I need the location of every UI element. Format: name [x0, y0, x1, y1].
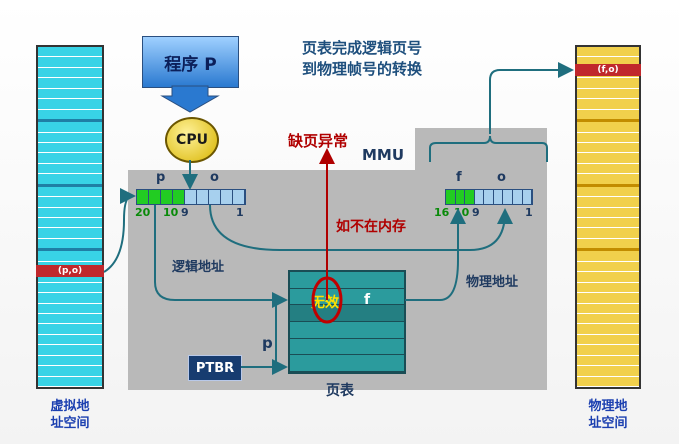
physical-address-register — [445, 189, 533, 205]
page-offset-label: p — [262, 334, 273, 352]
logical-bit-10: 10 — [163, 206, 179, 219]
physical-f-label: f — [456, 170, 462, 185]
page-table-caption: 页表 — [326, 383, 354, 399]
physical-bit-10: 10 — [454, 206, 470, 219]
logical-p-label: p — [156, 170, 166, 185]
physical-memory-column — [575, 45, 641, 389]
physical-o-label: o — [497, 170, 506, 185]
program-box: 程序 P — [142, 36, 239, 88]
frame-number: f — [364, 292, 371, 308]
physical-bit-16: 16 — [434, 206, 450, 219]
virtual-memory-caption: 虚拟地 址空间 — [50, 399, 90, 431]
logical-bit-9: 9 — [181, 206, 189, 219]
logical-bit-20: 20 — [135, 206, 151, 219]
logical-address-label: 逻辑地址 — [172, 260, 225, 275]
physical-bit-9: 9 — [472, 206, 480, 219]
virtual-memory-column — [36, 45, 104, 389]
physical-memory-caption: 物理地 址空间 — [588, 399, 628, 431]
mmu-label: MMU — [362, 146, 405, 164]
physical-memory-marker: (f,o) — [575, 64, 641, 76]
diagram-title: 页表完成逻辑页号 到物理帧号的转换 — [301, 39, 422, 78]
invalid-flag: 无效 — [311, 295, 339, 311]
ptbr-register: PTBR — [188, 355, 242, 381]
logical-bit-1: 1 — [236, 206, 244, 219]
logical-address-register — [136, 189, 246, 205]
not-in-memory-label: 如不在内存 — [336, 219, 406, 235]
page-fault-label: 缺页异常 — [288, 132, 349, 150]
cpu-icon: CPU — [165, 117, 219, 163]
logical-o-label: o — [210, 170, 219, 185]
physical-address-label: 物理地址 — [466, 275, 519, 290]
physical-bit-1: 1 — [525, 206, 533, 219]
page-table — [288, 270, 406, 374]
virtual-memory-marker: (p,o) — [36, 265, 104, 277]
